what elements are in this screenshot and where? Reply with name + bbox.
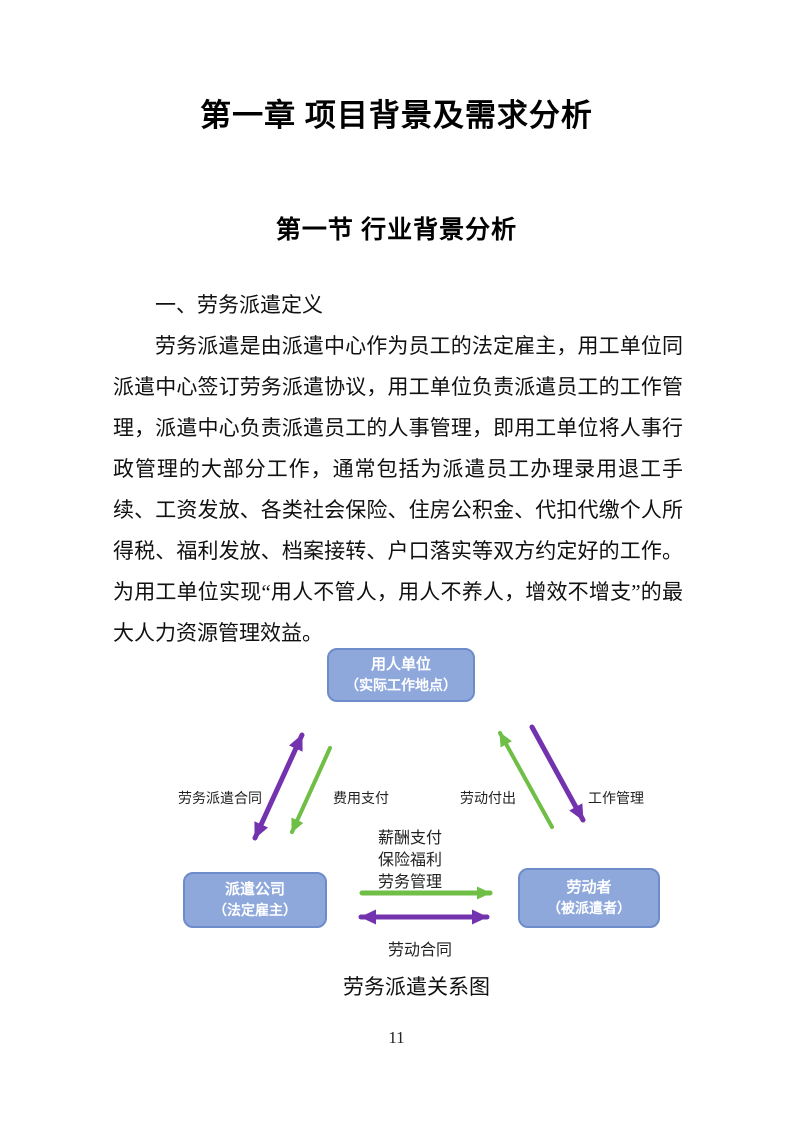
node-worker-title: 劳动者	[566, 879, 612, 896]
node-agency-subtitle: （法定雇主）	[213, 902, 297, 918]
labor-dispatch-diagram: 用人单位 （实际工作地点） 派遣公司 （法定雇主） 劳动者 （被派遣者） 劳务派…	[0, 630, 793, 1010]
diagram-caption: 劳务派遣关系图	[343, 975, 490, 999]
label-work-management: 工作管理	[588, 790, 644, 806]
label-labor-management: 劳务管理	[377, 874, 442, 891]
label-fee-payment: 费用支付	[333, 790, 389, 806]
node-agency: 派遣公司 （法定雇主）	[183, 872, 327, 928]
node-agency-title: 派遣公司	[224, 881, 285, 898]
fee-payment-arrow	[290, 746, 332, 834]
label-labor-output: 劳动付出	[460, 790, 516, 806]
node-employer-title: 用人单位	[370, 656, 431, 673]
label-insurance-welfare: 保险福利	[377, 852, 442, 869]
body-text: 一、劳务派遣定义 劳务派遣是由派遣中心作为员工的法定雇主，用工单位同派遣中心签订…	[113, 285, 683, 654]
chapter-title: 第一章 项目背景及需求分析	[200, 98, 593, 133]
section-title: 第一节 行业背景分析	[275, 217, 518, 244]
subsection-heading: 一、劳务派遣定义	[155, 293, 323, 317]
page-number: 11	[388, 1028, 405, 1047]
node-worker-subtitle: （被派遣者）	[547, 900, 631, 916]
node-employer-subtitle: （实际工作地点）	[345, 677, 457, 693]
label-agency-to-worker-group: 薪酬支付 保险福利 劳务管理	[364, 828, 456, 894]
diagram-arrows	[252, 724, 586, 925]
body-paragraph: 劳务派遣是由派遣中心作为员工的法定雇主，用工单位同派遣中心签订劳务派遣协议，用工…	[113, 334, 683, 645]
work-management-arrow	[529, 724, 586, 823]
label-salary-payment: 薪酬支付	[377, 830, 442, 847]
node-worker: 劳动者 （被派遣者）	[518, 868, 660, 928]
labor-output-arrow	[498, 731, 554, 829]
dispatch-contract-arrow	[252, 732, 305, 841]
node-employer: 用人单位 （实际工作地点）	[327, 648, 475, 702]
label-labor-contract: 劳动合同	[388, 942, 453, 959]
label-dispatch-contract: 劳务派遣合同	[178, 790, 262, 806]
